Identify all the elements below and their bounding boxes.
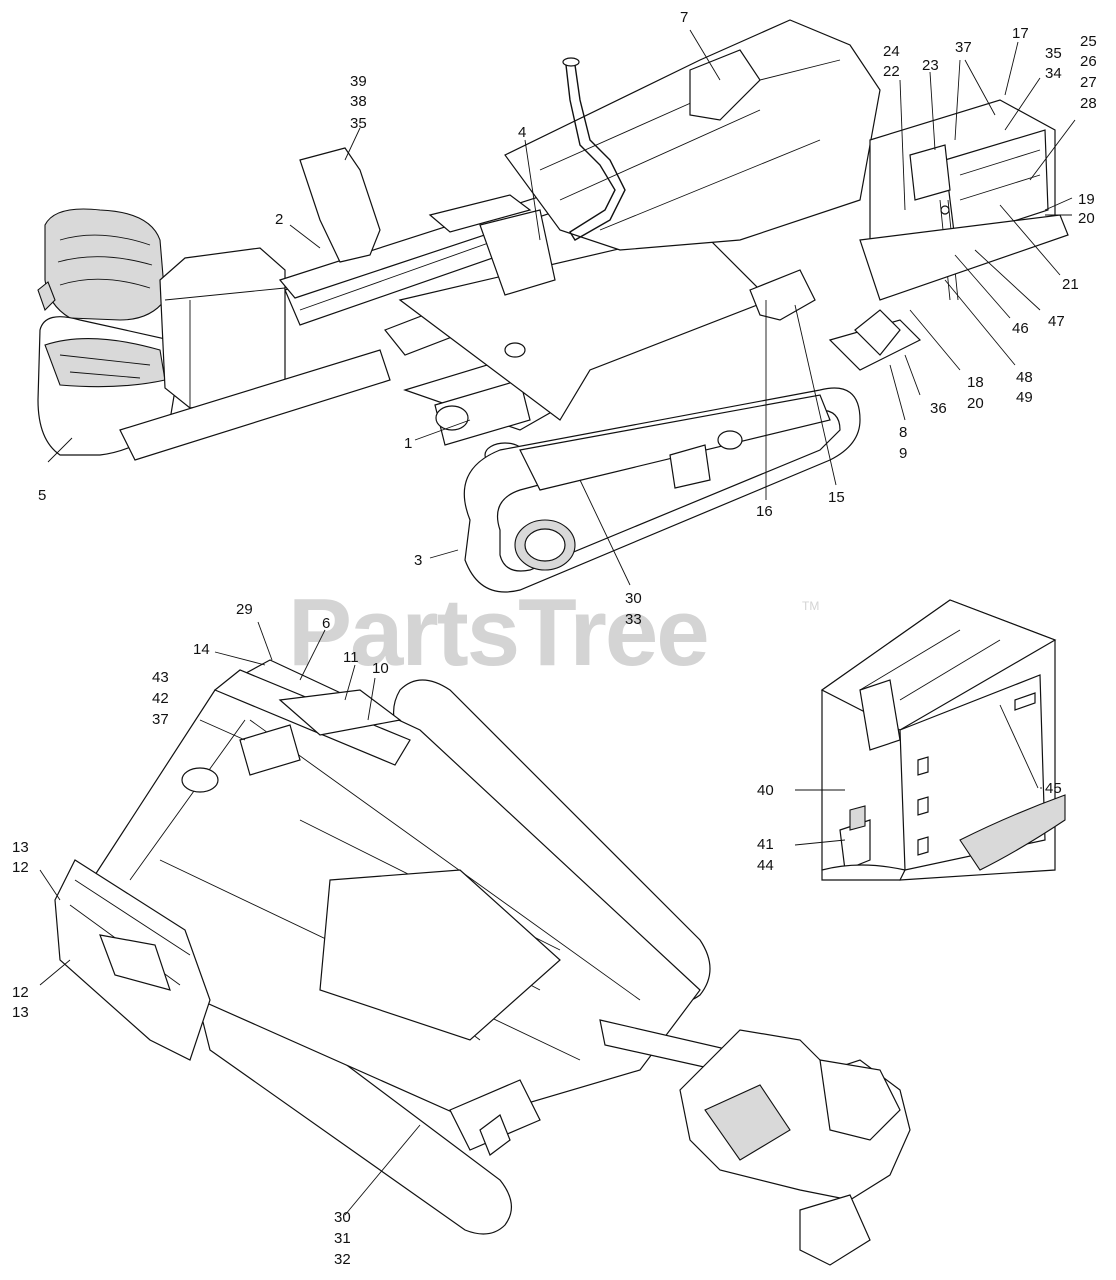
upper-frame <box>504 19 881 251</box>
leaders-top <box>47 29 1076 586</box>
callout-42: 42 <box>152 690 169 707</box>
callout-43: 43 <box>152 669 169 686</box>
callout-13-bottom: 13 <box>12 1004 29 1021</box>
callout-12-bottom: 12 <box>12 984 29 1001</box>
callout-20-lower: 20 <box>967 395 984 412</box>
bracket-39 <box>299 147 381 263</box>
callout-25: 25 <box>1080 33 1097 50</box>
callout-13-top: 13 <box>12 839 29 856</box>
operator-seat <box>37 208 178 456</box>
top-assembly-drawing <box>37 19 1076 593</box>
callout-28: 28 <box>1080 95 1097 112</box>
callout-29: 29 <box>236 601 253 618</box>
callout-33: 33 <box>625 611 642 628</box>
callout-34: 34 <box>1045 65 1062 82</box>
callout-15: 15 <box>828 489 845 506</box>
callout-21: 21 <box>1062 276 1079 293</box>
callout-9: 9 <box>899 445 907 462</box>
callout-26: 26 <box>1080 53 1097 70</box>
right-crawler-track <box>463 387 861 593</box>
callout-3: 3 <box>414 552 422 569</box>
callout-30-bottom: 30 <box>334 1209 351 1226</box>
callout-19: 19 <box>1078 191 1095 208</box>
callout-37: 37 <box>955 39 972 56</box>
callout-40: 40 <box>757 782 774 799</box>
callout-30: 30 <box>625 590 642 607</box>
callout-18: 18 <box>967 374 984 391</box>
callout-45: 45 <box>1045 780 1062 797</box>
callout-17: 17 <box>1012 25 1029 42</box>
callout-48: 48 <box>1016 369 1033 386</box>
callout-7: 7 <box>680 9 688 26</box>
callout-12-top: 12 <box>12 859 29 876</box>
seat-box <box>159 247 286 409</box>
callout-14: 14 <box>193 641 210 658</box>
callout-10: 10 <box>372 660 389 677</box>
leaders-bottom <box>39 621 421 1216</box>
callout-38: 38 <box>350 93 367 110</box>
inset-cabinet-drawing <box>794 599 1066 881</box>
callout-24: 24 <box>883 43 900 60</box>
bottom-assembly-drawing <box>39 621 911 1266</box>
callout-16: 16 <box>756 503 773 520</box>
callout-4: 4 <box>518 124 526 141</box>
front-frame <box>119 349 391 461</box>
watermark-text: PartsTree <box>288 579 708 686</box>
callout-46: 46 <box>1012 320 1029 337</box>
callout-labels: 7 39 38 35 4 2 5 1 3 30 33 16 15 24 22 2… <box>12 9 1097 1268</box>
callout-44: 44 <box>757 857 774 874</box>
exhaust-pipe <box>565 64 626 241</box>
callout-20: 20 <box>1078 210 1095 227</box>
callout-35: 35 <box>350 115 367 132</box>
bracket-7 <box>689 49 761 121</box>
callout-27: 27 <box>1080 74 1097 91</box>
callout-23: 23 <box>922 57 939 74</box>
bracket-15-16 <box>749 269 816 321</box>
callout-37-bottom: 37 <box>152 711 169 728</box>
callout-1: 1 <box>404 435 412 452</box>
callout-22: 22 <box>883 63 900 80</box>
callout-36: 36 <box>930 400 947 417</box>
callout-6: 6 <box>322 615 330 632</box>
callout-31: 31 <box>334 1230 351 1247</box>
callout-32: 32 <box>334 1251 351 1268</box>
callout-2: 2 <box>275 211 283 228</box>
callout-5: 5 <box>38 487 46 504</box>
watermark-trademark: TM <box>802 599 819 613</box>
callout-11: 11 <box>343 649 359 666</box>
callout-39: 39 <box>350 73 367 90</box>
callout-35-right: 35 <box>1045 45 1062 62</box>
callout-41: 41 <box>757 836 774 853</box>
callout-47: 47 <box>1048 313 1065 330</box>
callout-8: 8 <box>899 424 907 441</box>
callout-49: 49 <box>1016 389 1033 406</box>
